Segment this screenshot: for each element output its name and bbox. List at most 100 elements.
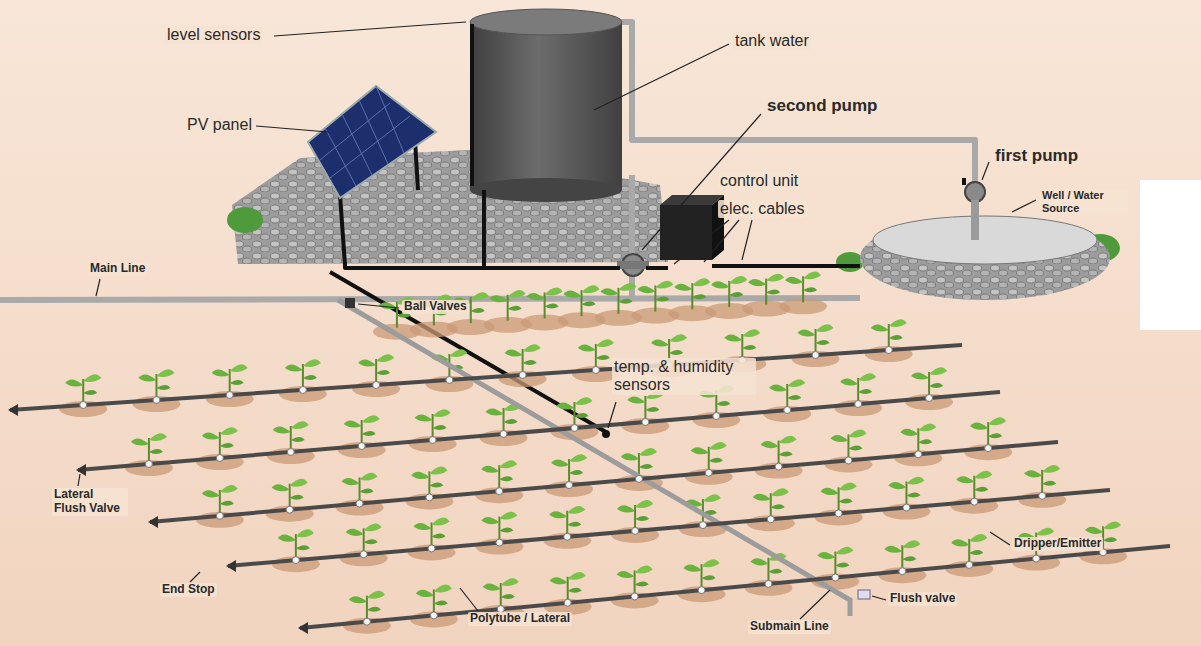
plant [338,415,386,458]
plant [550,397,598,440]
plant [196,427,244,470]
plant [405,467,453,510]
part-label: elec. cables [718,200,807,218]
plant [792,324,840,367]
dripper [430,612,437,619]
dripper [226,392,233,399]
part-label: first pump [993,146,1080,166]
dripper [216,512,223,519]
dripper [903,504,910,511]
plant [543,506,591,549]
dripper [358,443,365,450]
dripper [496,488,503,495]
dripper [428,545,435,552]
pv-panel [308,86,436,265]
lateral-tube [150,442,1058,522]
part-label: tank water [733,32,811,50]
dripper [373,382,380,389]
dripper [635,475,642,482]
plant [206,364,254,407]
plant [340,523,388,566]
dripper [832,574,839,581]
plant [755,436,803,479]
dripper [519,372,526,379]
dripper [1033,555,1040,562]
plant [950,471,998,514]
dripper [705,469,712,476]
part-label: Lateral Flush Valve [52,488,128,516]
dripper [496,539,503,546]
part-label: control unit [718,172,800,190]
white-strip [1140,180,1201,330]
plant [882,477,930,520]
dripper [145,461,152,468]
dripper [631,593,638,600]
part-label: temp. & humidity sensors [612,358,756,395]
plant [475,512,523,555]
part-label: PV panel [185,116,254,134]
dripper [966,561,973,568]
dripper [564,599,571,606]
pump [965,182,985,240]
submain-pipe [338,300,850,616]
dripper [153,397,160,404]
dripper [985,445,992,452]
plant [408,518,456,561]
dripper [286,506,293,513]
dripper [767,516,774,523]
part-label: End Stop [160,583,217,597]
dripper [632,527,639,534]
end-stop [226,560,236,572]
dripper [812,352,819,359]
plant [352,354,400,397]
plant [475,460,523,503]
dripper [784,407,791,414]
dripper [566,482,573,489]
plant [279,359,327,402]
sensor [602,430,610,438]
dripper [500,431,507,438]
dripper [855,401,862,408]
dripper [775,463,782,470]
dripper [356,500,363,507]
lateral-tube [300,546,1170,628]
plant [272,529,320,572]
well-wall [860,216,1110,300]
end-stop [76,464,86,476]
plant [267,421,315,464]
pipes [0,22,975,300]
part-label: Well / Water Source [1040,189,1128,214]
well-water [873,216,1097,264]
plant [132,369,180,412]
dripper [426,494,433,501]
plant [964,417,1012,460]
end-stop [148,516,158,528]
dripper [564,533,571,540]
tank-bottom [470,178,622,202]
electric-cables [330,24,964,432]
part-label: Ball Valves [402,300,469,314]
plant [196,485,244,528]
dripper [216,455,223,462]
flush-valve [858,590,870,599]
plant [336,473,384,516]
plant [544,572,592,615]
part-label: level sensors [165,26,262,44]
plant [343,591,391,634]
part-label: Dripper/Emitter [1012,537,1103,551]
tank-top [470,9,622,35]
dripper [713,413,720,420]
plant [545,454,593,497]
plant [621,391,669,434]
part-label: Submain Line [748,620,831,634]
dripper [592,367,599,374]
plant [815,483,863,526]
end-stop [8,404,18,416]
plant [611,500,659,543]
water-tank [470,22,622,190]
plant [763,379,811,422]
part-label: Flush valve [888,592,957,606]
end-stop [298,622,308,634]
